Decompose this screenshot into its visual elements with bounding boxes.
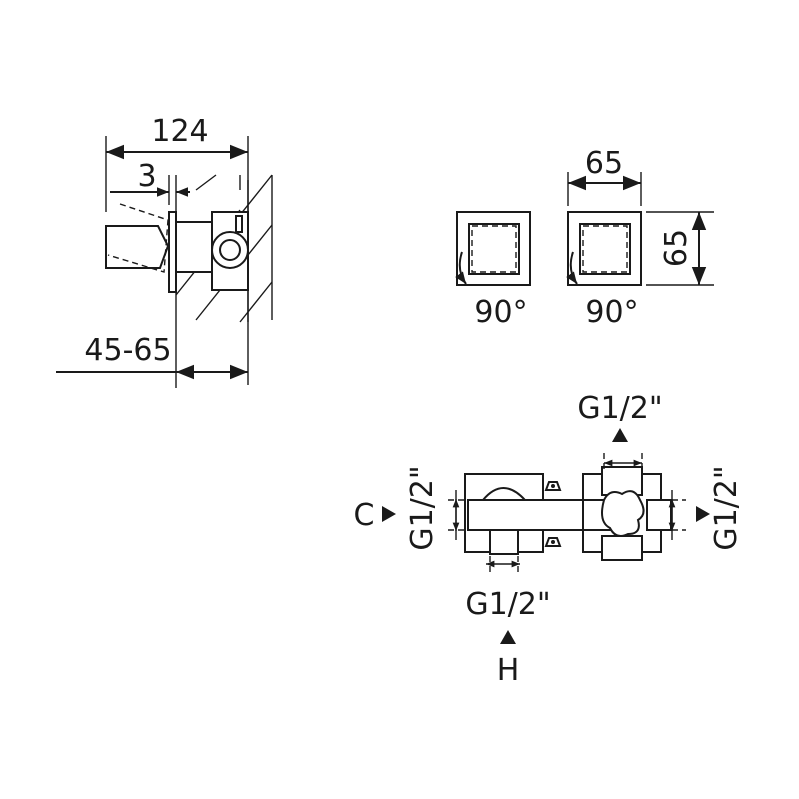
handle-square-left — [468, 223, 520, 275]
plan-view: G1/2" G1/2" G1/2" G1/2" C H — [354, 391, 744, 688]
bottom-connection-label: G1/2" — [465, 587, 550, 622]
top-connection-label: G1/2" — [577, 391, 662, 426]
dim-width-label: 65 — [585, 146, 623, 181]
side-view: 124 3 45-65 — [56, 114, 273, 388]
right-connection-label: G1/2" — [709, 465, 744, 550]
dim-height-label: 65 — [659, 229, 694, 267]
dim-depth-label: 45-65 — [84, 333, 171, 368]
left-connection-label: G1/2" — [405, 465, 440, 550]
dim-overall-label: 124 — [151, 114, 208, 149]
handle-lever — [105, 225, 170, 269]
cover-plate — [168, 211, 177, 293]
hot-arrow-icon — [500, 630, 516, 644]
rotation-left-label: 90° — [474, 295, 527, 330]
cover-plate-right — [567, 211, 642, 286]
top-arrow-icon — [612, 428, 628, 442]
rotation-right-label: 90° — [585, 295, 638, 330]
hot-inlet-stub — [489, 529, 519, 555]
rotation-arrow-right — [566, 251, 578, 285]
cold-arrow-icon — [382, 506, 396, 522]
valve-body — [175, 221, 213, 273]
handle-rotated-outline — [107, 203, 169, 273]
dim-plate-label: 3 — [137, 159, 156, 194]
hot-label: H — [497, 653, 520, 688]
right-arrow-icon — [696, 506, 710, 522]
connecting-pipe — [467, 499, 615, 531]
mixer-cartridge — [601, 490, 645, 537]
front-view: 90° 90° 65 65 — [455, 146, 714, 330]
cold-label: C — [354, 498, 375, 533]
rotation-arrow-left — [455, 251, 467, 285]
handle-square-right — [579, 223, 631, 275]
cover-plate-left — [456, 211, 531, 286]
